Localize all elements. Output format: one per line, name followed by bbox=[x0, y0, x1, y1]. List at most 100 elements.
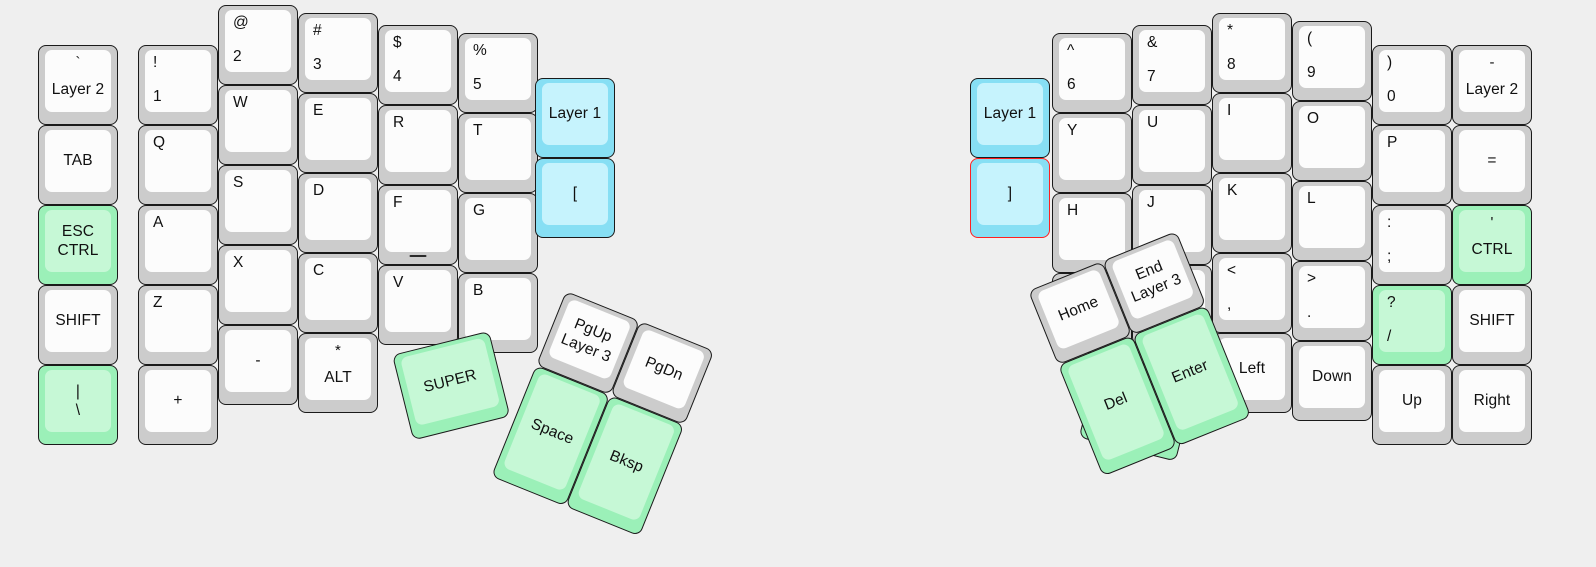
key-r[interactable]: R bbox=[378, 105, 458, 185]
key-bracket-right[interactable]: ] bbox=[970, 158, 1050, 238]
key-o[interactable]: O bbox=[1292, 101, 1372, 181]
key-z[interactable]: Z bbox=[138, 285, 218, 365]
key-v[interactable]: V bbox=[378, 265, 458, 345]
key-shift-right[interactable]: SHIFT bbox=[1452, 285, 1532, 365]
key-f[interactable]: F bbox=[378, 185, 458, 265]
key-cap: )0 bbox=[1379, 50, 1445, 112]
key-cap: ^6 bbox=[1059, 38, 1125, 100]
key-layer1-right[interactable]: Layer 1 bbox=[970, 78, 1050, 158]
key-layer1-left[interactable]: Layer 1 bbox=[535, 78, 615, 158]
key-legend: H bbox=[1067, 202, 1079, 219]
key-alt[interactable]: *ALT bbox=[298, 333, 378, 413]
key-quote-ctrl[interactable]: 'CTRL bbox=[1452, 205, 1532, 285]
key-g[interactable]: G bbox=[458, 193, 538, 273]
key-p[interactable]: P bbox=[1372, 125, 1452, 205]
key-cap: + bbox=[145, 370, 211, 432]
key-h[interactable]: H bbox=[1052, 193, 1132, 273]
key-legend: Space bbox=[528, 415, 576, 449]
key-legend: R bbox=[393, 114, 405, 131]
key-legend: ` bbox=[75, 54, 81, 71]
key-legend: Layer 2 bbox=[51, 81, 105, 98]
key-layer2-minus[interactable]: -Layer 2 bbox=[1452, 45, 1532, 125]
key-pipe-backslash[interactable]: |\ bbox=[38, 365, 118, 445]
key-9[interactable]: (9 bbox=[1292, 21, 1372, 101]
key-w[interactable]: W bbox=[218, 85, 298, 165]
key-tab[interactable]: TAB bbox=[38, 125, 118, 205]
key-legend: W bbox=[233, 94, 248, 111]
key-cap: - bbox=[225, 330, 291, 392]
key-down[interactable]: Down bbox=[1292, 341, 1372, 421]
key-i[interactable]: I bbox=[1212, 93, 1292, 173]
key-cap: Z bbox=[145, 290, 211, 352]
key-cap: -Layer 2 bbox=[1459, 50, 1525, 112]
key-s[interactable]: S bbox=[218, 165, 298, 245]
key-u[interactable]: U bbox=[1132, 105, 1212, 185]
key-1[interactable]: !1 bbox=[138, 45, 218, 125]
key-slash[interactable]: ?/ bbox=[1372, 285, 1452, 365]
key-cap: U bbox=[1139, 110, 1205, 172]
key-legend: 9 bbox=[1307, 63, 1316, 81]
key-cap: = bbox=[1459, 130, 1525, 192]
key-cap: #3 bbox=[305, 18, 371, 80]
key-legend: Layer 1 bbox=[983, 105, 1037, 123]
key-legend: Layer 2 bbox=[1465, 81, 1519, 98]
key-legend: > bbox=[1307, 270, 1317, 287]
key-bracket-left[interactable]: [ bbox=[535, 158, 615, 238]
key-cap: [ bbox=[542, 163, 608, 225]
key-comma[interactable]: <, bbox=[1212, 253, 1292, 333]
key-cap: K bbox=[1219, 178, 1285, 240]
key-plus[interactable]: + bbox=[138, 365, 218, 445]
homing-bar-icon bbox=[409, 254, 427, 257]
key-d[interactable]: D bbox=[298, 173, 378, 253]
key-q[interactable]: Q bbox=[138, 125, 218, 205]
key-layer2-grave[interactable]: ` Layer 2 bbox=[38, 45, 118, 125]
key-equals[interactable]: = bbox=[1452, 125, 1532, 205]
key-cap: !1 bbox=[145, 50, 211, 112]
key-legend: < bbox=[1227, 262, 1237, 279]
key-semicolon[interactable]: :; bbox=[1372, 205, 1452, 285]
key-0[interactable]: )0 bbox=[1372, 45, 1452, 125]
key-legend: \ bbox=[75, 402, 81, 419]
key-legend: A bbox=[153, 214, 164, 231]
key-3[interactable]: #3 bbox=[298, 13, 378, 93]
key-a[interactable]: A bbox=[138, 205, 218, 285]
key-t[interactable]: T bbox=[458, 113, 538, 193]
key-cap: 'CTRL bbox=[1459, 210, 1525, 272]
key-legend: & bbox=[1147, 34, 1158, 51]
key-up[interactable]: Up bbox=[1372, 365, 1452, 445]
key-l[interactable]: L bbox=[1292, 181, 1372, 261]
key-minus[interactable]: - bbox=[218, 325, 298, 405]
key-7[interactable]: &7 bbox=[1132, 25, 1212, 105]
key-legend: Right bbox=[1473, 392, 1511, 410]
key-legend: + bbox=[173, 392, 183, 410]
key-legend: O bbox=[1307, 110, 1320, 127]
key-c[interactable]: C bbox=[298, 253, 378, 333]
key-legend: ' bbox=[1490, 214, 1494, 231]
key-cap: (9 bbox=[1299, 26, 1365, 88]
key-right[interactable]: Right bbox=[1452, 365, 1532, 445]
key-e[interactable]: E bbox=[298, 93, 378, 173]
key-legend: % bbox=[473, 42, 487, 59]
key-2[interactable]: @2 bbox=[218, 5, 298, 85]
key-cap: V bbox=[385, 270, 451, 332]
key-cap: G bbox=[465, 198, 531, 260]
key-period[interactable]: >. bbox=[1292, 261, 1372, 341]
key-4[interactable]: $4 bbox=[378, 25, 458, 105]
key-legend: P bbox=[1387, 134, 1398, 151]
key-shift-left[interactable]: SHIFT bbox=[38, 285, 118, 365]
key-y[interactable]: Y bbox=[1052, 113, 1132, 193]
key-cap: ] bbox=[977, 163, 1043, 225]
key-legend: U bbox=[1147, 114, 1159, 131]
key-super-left[interactable]: SUPER bbox=[392, 330, 511, 441]
key-legend: 0 bbox=[1387, 87, 1396, 105]
key-x[interactable]: X bbox=[218, 245, 298, 325]
key-5[interactable]: %5 bbox=[458, 33, 538, 113]
key-k[interactable]: K bbox=[1212, 173, 1292, 253]
key-legend: F bbox=[393, 194, 403, 211]
key-6[interactable]: ^6 bbox=[1052, 33, 1132, 113]
key-cap: X bbox=[225, 250, 291, 312]
key-legend: ] bbox=[1007, 185, 1013, 203]
key-8[interactable]: *8 bbox=[1212, 13, 1292, 93]
